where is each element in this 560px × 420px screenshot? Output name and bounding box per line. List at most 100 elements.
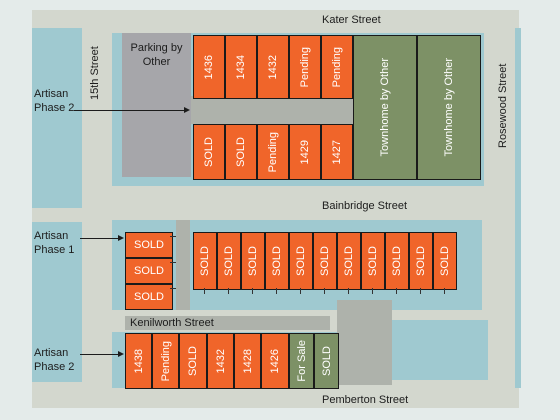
lot[interactable]: SOLD xyxy=(125,284,173,310)
rosewood-street-label: Rosewood Street xyxy=(497,63,509,148)
lot-label: 1429 xyxy=(299,139,311,165)
townhome-lot[interactable]: Townhome by Other xyxy=(417,35,481,180)
lot[interactable]: 1436 xyxy=(193,35,225,99)
arrow-line xyxy=(80,354,118,355)
lot[interactable]: Pending xyxy=(321,35,353,99)
lot[interactable]: SOLD xyxy=(409,232,433,290)
lot-label: SOLD xyxy=(223,246,235,276)
lot-tick xyxy=(289,288,313,294)
lot-label: Pending xyxy=(331,46,343,88)
lot[interactable]: 1429 xyxy=(289,124,321,180)
bottom-row: 1438 Pending SOLD 1432 1428 1426 xyxy=(125,333,290,389)
lot[interactable]: SOLD xyxy=(225,124,257,180)
lot[interactable]: SOLD xyxy=(125,232,173,258)
lot-tick xyxy=(241,288,265,294)
middle-row: SOLD SOLD SOLD SOLD SOLD SOLD SOLD SOLD … xyxy=(193,232,457,290)
lot[interactable]: SOLD xyxy=(179,333,208,389)
lot-label: SOLD xyxy=(343,246,355,276)
lot-label: SOLD xyxy=(134,239,164,251)
bottom-walkway xyxy=(337,300,392,385)
lot-label: SOLD xyxy=(134,291,164,303)
lot[interactable]: SOLD xyxy=(193,232,217,290)
phase-label-text: Artisan Phase 2 xyxy=(34,347,75,373)
middle-walkway xyxy=(176,220,190,310)
lot-label: SOLD xyxy=(415,246,427,276)
lot[interactable]: SOLD xyxy=(193,124,225,180)
phase-label-middle: Artisan Phase 1 xyxy=(34,229,84,257)
lot[interactable]: Pending xyxy=(289,35,321,99)
townhome-label: Townhome by Other xyxy=(443,58,455,157)
lot-label: For Sale xyxy=(295,340,308,382)
lot[interactable]: Pending xyxy=(152,333,180,389)
lot[interactable]: SOLD xyxy=(241,232,265,290)
arrow-line xyxy=(80,238,118,239)
15th-street-label: 15th Street xyxy=(89,46,101,100)
phase-label-top: Artisan Phase 2 xyxy=(34,87,84,115)
lot-tick xyxy=(409,288,433,294)
lot-tick xyxy=(337,288,361,294)
top-courtyard xyxy=(190,96,354,124)
lot[interactable]: 1426 xyxy=(261,333,290,389)
lot-label: SOLD xyxy=(439,246,451,276)
lot-tick xyxy=(170,262,176,263)
lot-label: SOLD xyxy=(271,246,283,276)
lot[interactable]: SOLD xyxy=(385,232,409,290)
phase-label-text: Artisan Phase 2 xyxy=(34,88,75,114)
bottom-right-area xyxy=(390,320,488,380)
lot[interactable]: 1432 xyxy=(257,35,289,99)
lot[interactable]: 1427 xyxy=(321,124,353,180)
lot-label: SOLD xyxy=(295,246,307,276)
top-lower-row: SOLD SOLD Pending 1429 1427 xyxy=(193,124,353,180)
lot[interactable]: 1432 xyxy=(207,333,235,389)
lot[interactable]: SOLD xyxy=(265,232,289,290)
lot-label: 1436 xyxy=(203,54,215,80)
middle-row-ticks xyxy=(193,288,457,294)
lot-tick xyxy=(193,288,217,294)
townhome-area: Townhome by Other Townhome by Other xyxy=(353,35,481,180)
lot[interactable]: 1434 xyxy=(225,35,257,99)
lot-tick xyxy=(361,288,385,294)
lot-tick xyxy=(217,288,241,294)
lot-tick xyxy=(265,288,289,294)
lot-label: 1438 xyxy=(132,348,145,374)
lot-tick xyxy=(170,236,176,237)
lot-label: SOLD xyxy=(199,246,211,276)
lot[interactable]: SOLD xyxy=(289,232,313,290)
lot[interactable]: SOLD xyxy=(314,333,339,389)
bottom-green-row: For Sale SOLD xyxy=(289,333,339,389)
lot[interactable]: For Sale xyxy=(289,333,314,389)
lot-label: 1432 xyxy=(214,348,227,374)
lot[interactable]: 1438 xyxy=(125,333,153,389)
arrow-head-icon xyxy=(118,235,124,241)
lot[interactable]: 1428 xyxy=(234,333,262,389)
lot[interactable]: SOLD xyxy=(433,232,457,290)
lot-label: SOLD xyxy=(187,346,200,376)
pemberton-street-label: Pemberton Street xyxy=(322,394,409,406)
arrow-head-icon xyxy=(118,351,124,357)
lot-tick xyxy=(313,288,337,294)
middle-left-stack: SOLD SOLD SOLD xyxy=(125,232,173,310)
arrow-line xyxy=(74,110,184,111)
kenilworth-street-label: Kenilworth Street xyxy=(130,317,214,329)
lot-label: SOLD xyxy=(235,137,247,167)
lot-label: Pending xyxy=(299,46,311,88)
kater-street-label: Kater Street xyxy=(322,14,381,26)
townhome-lot[interactable]: Townhome by Other xyxy=(353,35,417,180)
lot-label: Pending xyxy=(159,340,172,382)
lot-label: SOLD xyxy=(319,246,331,276)
lot-tick xyxy=(433,288,457,294)
left-edge-area-top xyxy=(32,28,82,208)
lot-label: SOLD xyxy=(320,346,333,376)
lot-label: SOLD xyxy=(391,246,403,276)
lot[interactable]: SOLD xyxy=(337,232,361,290)
top-upper-row: 1436 1434 1432 Pending Pending xyxy=(193,35,353,99)
parking-lot: Parking by Other xyxy=(122,33,191,177)
lot[interactable]: SOLD xyxy=(125,258,173,284)
lot[interactable]: SOLD xyxy=(217,232,241,290)
lot-label: 1432 xyxy=(267,54,279,80)
lot[interactable]: SOLD xyxy=(361,232,385,290)
lot[interactable]: Pending xyxy=(257,124,289,180)
lot-label: 1426 xyxy=(269,348,282,374)
lot[interactable]: SOLD xyxy=(313,232,337,290)
right-edge-area xyxy=(515,28,521,388)
